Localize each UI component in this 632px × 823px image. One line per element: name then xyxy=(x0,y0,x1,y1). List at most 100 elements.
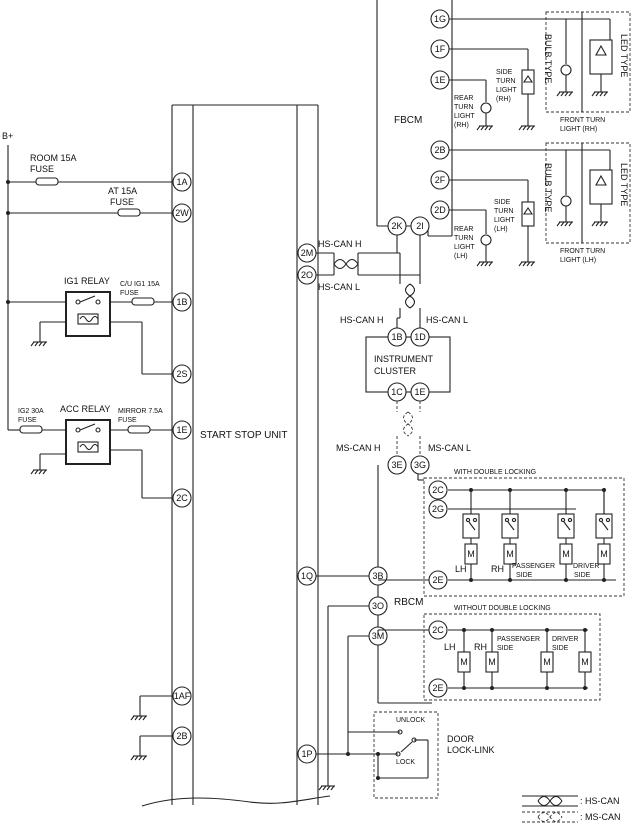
cu-ig1-fuse-label-2: FUSE xyxy=(120,290,139,297)
at-fuse-label-2: FUSE xyxy=(110,197,134,207)
front-turn-light-rh xyxy=(545,11,631,113)
ndl-motor-4: M xyxy=(578,651,592,673)
start-stop-unit: START STOP UNIT xyxy=(141,104,331,807)
acc-relay-label: ACC RELAY xyxy=(60,404,110,414)
cluster-title-1: INSTRUMENT xyxy=(374,354,433,364)
cluster-terminal-1c: 1C xyxy=(387,382,407,402)
motor-symbol: M xyxy=(600,549,608,559)
svg-text:2C: 2C xyxy=(176,493,188,503)
mirror-fuse-label: MIRROR 7.5A xyxy=(118,408,163,415)
ssu-terminal-1af: 1AF xyxy=(172,686,192,706)
dl-lh: LH xyxy=(455,564,467,574)
at-fuse-label: AT 15A xyxy=(108,186,137,196)
ms-can-l: MS-CAN L xyxy=(428,443,471,453)
ndl-driver-2: SIDE xyxy=(552,645,569,652)
b-plus-label: B+ xyxy=(2,131,13,141)
svg-text:1E: 1E xyxy=(434,75,445,85)
svg-text:1B: 1B xyxy=(176,297,187,307)
motor-symbol: M xyxy=(506,549,514,559)
motor-symbol: M xyxy=(467,549,475,559)
hs-can-l-left: HS-CAN L xyxy=(318,282,360,292)
side-turn-rh-1: SIDE xyxy=(496,69,513,76)
motor-symbol: M xyxy=(460,657,468,667)
cluster-terminal-1e: 1E xyxy=(410,382,430,402)
front-turn-lh-2: LIGHT (LH) xyxy=(560,257,596,264)
fbcm-terminal-2d: 2D xyxy=(430,200,450,220)
dl-driver-1: DRIVER xyxy=(573,563,599,570)
door-lock-title-2: LOCK-LINK xyxy=(447,745,495,755)
rbcm-terminal-3b: 3B xyxy=(368,566,388,586)
dl-terminal-2c: 2C xyxy=(428,480,448,500)
ndl-actuator-3: M xyxy=(540,628,554,690)
instrument-cluster xyxy=(365,336,451,393)
fbcm-terminal-1g: 1G xyxy=(430,9,450,29)
ndl-rh: RH xyxy=(474,642,487,652)
svg-text:2B: 2B xyxy=(176,731,187,741)
led-type-rh: LED TYPE xyxy=(619,34,629,77)
fbcm-title: FBCM xyxy=(394,115,422,126)
front-turn-rh-1: FRONT TURN xyxy=(560,117,605,124)
fbcm-rh-wiring xyxy=(449,18,550,131)
rear-turn-rh-3: LIGHT xyxy=(454,113,475,120)
ig2-fuse-label: IG2 30A xyxy=(18,408,44,415)
side-turn-lh-4: (LH) xyxy=(494,226,508,233)
ssu-title: START STOP UNIT xyxy=(200,430,287,441)
hs-can-h-cluster: HS-CAN H xyxy=(340,315,384,325)
mirror-fuse-label-2: FUSE xyxy=(118,417,137,424)
ndl-terminal-2c: 2C xyxy=(428,620,448,640)
svg-text:1Q: 1Q xyxy=(301,571,313,581)
svg-text:2B: 2B xyxy=(434,145,445,155)
ssu-terminal-2w: 2W xyxy=(172,203,192,223)
ms-can-wiring xyxy=(396,401,421,456)
svg-text:1A: 1A xyxy=(176,177,187,187)
hs-can-l-cluster: HS-CAN L xyxy=(426,315,468,325)
ssu-terminal-2c: 2C xyxy=(172,488,192,508)
hs-can-h-left: HS-CAN H xyxy=(318,239,362,249)
door-lock-unlock: UNLOCK xyxy=(396,717,426,724)
rbcm-terminal-3g: 3G xyxy=(410,455,430,475)
door-lock-link xyxy=(373,711,439,799)
ssu-terminal-1b: 1B xyxy=(172,292,192,312)
rear-turn-rh-4: (RH) xyxy=(454,122,469,129)
ndl-motor-3: M xyxy=(540,651,554,673)
svg-text:1D: 1D xyxy=(414,332,426,342)
svg-text:3O: 3O xyxy=(372,601,384,611)
ssu-terminal-2m: 2M xyxy=(297,243,317,263)
dl-terminal-2g: 2G xyxy=(428,499,448,519)
svg-text:3G: 3G xyxy=(414,460,426,470)
svg-text:1E: 1E xyxy=(414,387,425,397)
motor-symbol: M xyxy=(543,657,551,667)
ig1-relay-label: IG1 RELAY xyxy=(64,276,110,286)
ndl-terminal-2e: 2E xyxy=(428,678,448,698)
svg-text:2D: 2D xyxy=(434,205,446,215)
rear-turn-lh-4: (LH) xyxy=(454,253,468,260)
svg-text:1P: 1P xyxy=(301,749,312,759)
fbcm-terminal-2f: 2F xyxy=(430,170,450,190)
rbcm-terminal-3e: 3E xyxy=(387,455,407,475)
legend xyxy=(522,795,578,823)
ndl-passenger-1: PASSENGER xyxy=(497,636,540,643)
svg-text:1G: 1G xyxy=(434,14,446,24)
room-fuse-label-2: FUSE xyxy=(30,164,54,174)
svg-text:2C: 2C xyxy=(432,625,444,635)
fbcm-lh-wiring xyxy=(449,149,550,267)
rbcm-title: RBCM xyxy=(394,597,423,608)
side-turn-rh-2: TURN xyxy=(496,78,515,85)
dl-passenger-2: SIDE xyxy=(516,572,533,579)
ndl-driver-1: DRIVER xyxy=(552,636,578,643)
svg-text:1F: 1F xyxy=(435,44,446,54)
ssu-terminal-1e: 1E xyxy=(172,420,192,440)
no-double-locking-box xyxy=(377,613,601,701)
ig1-relay xyxy=(65,291,111,337)
rear-turn-lh-3: LIGHT xyxy=(454,244,475,251)
svg-text:1B: 1B xyxy=(391,332,402,342)
svg-text:2G: 2G xyxy=(432,504,444,514)
fbcm-terminal-1e: 1E xyxy=(430,70,450,90)
dl-terminal-2e: 2E xyxy=(428,570,448,590)
motor-symbol: M xyxy=(581,657,589,667)
svg-text:2C: 2C xyxy=(432,485,444,495)
ssu-terminal-1q: 1Q xyxy=(297,566,317,586)
ndl-actuator-4: M xyxy=(578,628,592,690)
ndl-lh: LH xyxy=(444,642,456,652)
